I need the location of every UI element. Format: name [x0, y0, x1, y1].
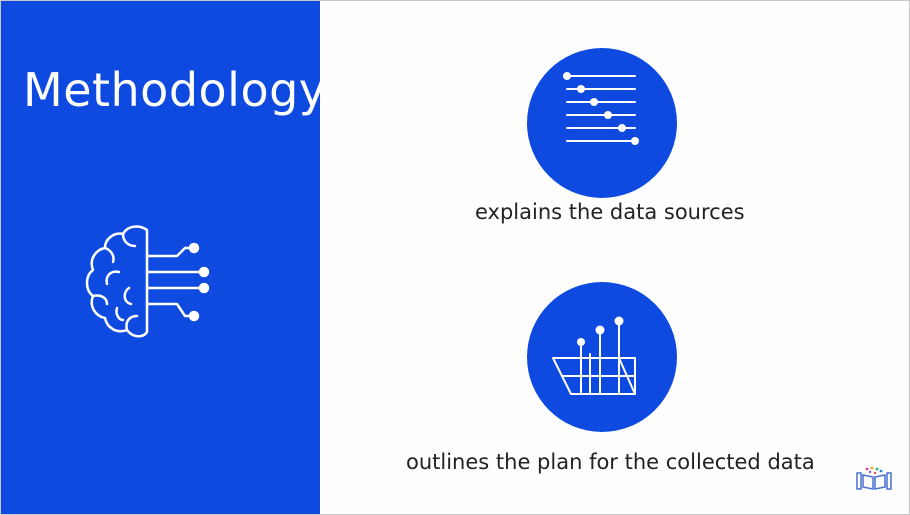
library-books-icon	[855, 465, 893, 491]
title-panel: Methodology	[1, 1, 326, 514]
data-sources-caption: explains the data sources	[475, 200, 745, 224]
data-plan-caption: outlines the plan for the collected data	[406, 450, 815, 474]
data-plan-boat-icon	[527, 282, 677, 432]
brain-circuit-icon	[77, 216, 217, 346]
data-sources-sliders-icon	[527, 48, 677, 198]
slide-title: Methodology	[23, 63, 327, 117]
